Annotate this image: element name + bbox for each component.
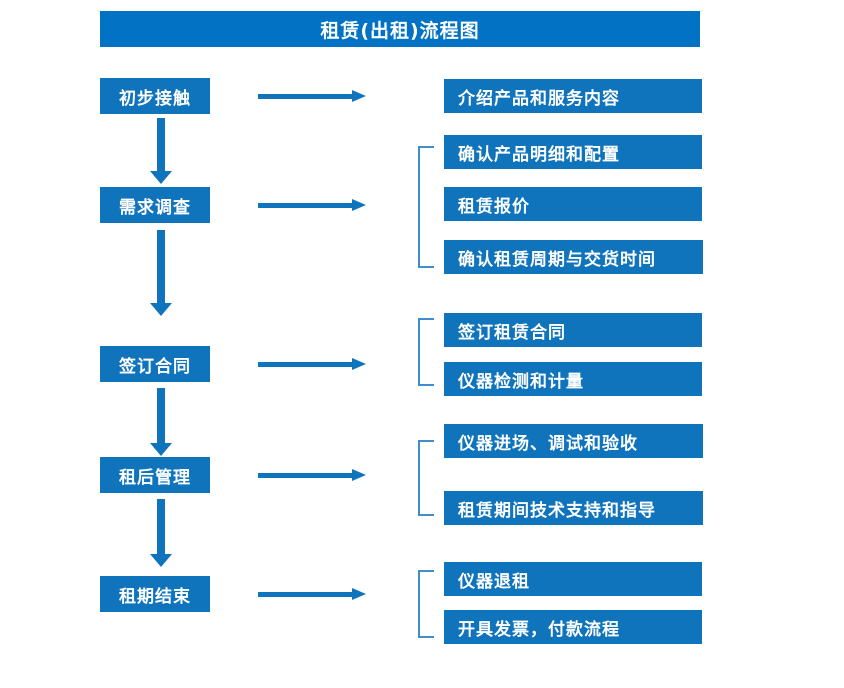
- horizontal-arrow-2: [258, 197, 368, 213]
- arrow-shaft: [258, 203, 354, 208]
- arrow-head: [150, 554, 172, 567]
- stage-box-5[interactable]: 租期结束: [100, 576, 210, 612]
- stage-box-1[interactable]: 初步接触: [100, 78, 210, 114]
- arrow-shaft: [157, 118, 165, 172]
- detail-box-3-1[interactable]: 签订租赁合同: [444, 313, 702, 347]
- detail-box-4-1[interactable]: 仪器进场、调试和验收: [444, 424, 703, 458]
- stage-box-2[interactable]: 需求调查: [100, 187, 210, 223]
- stage-box-3[interactable]: 签订合同: [100, 346, 210, 382]
- group-bracket-4: [418, 440, 434, 516]
- arrow-head: [352, 90, 366, 102]
- detail-box-1-1[interactable]: 介绍产品和服务内容: [444, 79, 702, 113]
- detail-box-2-1[interactable]: 确认产品明细和配置: [444, 135, 702, 169]
- arrow-head: [352, 469, 366, 481]
- stage-box-4[interactable]: 租后管理: [100, 457, 210, 493]
- vertical-arrow-2: [150, 230, 172, 316]
- detail-box-5-1[interactable]: 仪器退租: [444, 562, 702, 596]
- detail-box-2-3[interactable]: 确认租赁周期与交货时间: [444, 240, 703, 274]
- arrow-shaft: [258, 592, 354, 597]
- arrow-head: [150, 171, 172, 184]
- arrow-shaft: [157, 388, 165, 444]
- arrow-head: [352, 358, 366, 370]
- arrow-shaft: [258, 362, 354, 367]
- group-bracket-3: [418, 318, 434, 386]
- arrow-head: [150, 303, 172, 316]
- horizontal-arrow-1: [258, 88, 368, 104]
- arrow-head: [150, 443, 172, 456]
- arrow-shaft: [258, 94, 354, 99]
- horizontal-arrow-5: [258, 586, 368, 602]
- horizontal-arrow-3: [258, 356, 368, 372]
- arrow-shaft: [157, 230, 165, 304]
- arrow-shaft: [258, 473, 354, 478]
- arrow-head: [352, 199, 366, 211]
- detail-box-4-2[interactable]: 租赁期间技术支持和指导: [444, 491, 703, 525]
- detail-box-2-2[interactable]: 租赁报价: [444, 187, 702, 221]
- vertical-arrow-4: [150, 499, 172, 567]
- arrow-shaft: [157, 499, 165, 555]
- horizontal-arrow-4: [258, 467, 368, 483]
- arrow-head: [352, 588, 366, 600]
- detail-box-3-2[interactable]: 仪器检测和计量: [444, 362, 702, 396]
- detail-box-5-2[interactable]: 开具发票，付款流程: [444, 610, 702, 644]
- group-bracket-5: [418, 570, 434, 638]
- vertical-arrow-1: [150, 118, 172, 184]
- diagram-title: 租赁(出租)流程图: [100, 11, 700, 47]
- group-bracket-2: [418, 146, 434, 268]
- vertical-arrow-3: [150, 388, 172, 456]
